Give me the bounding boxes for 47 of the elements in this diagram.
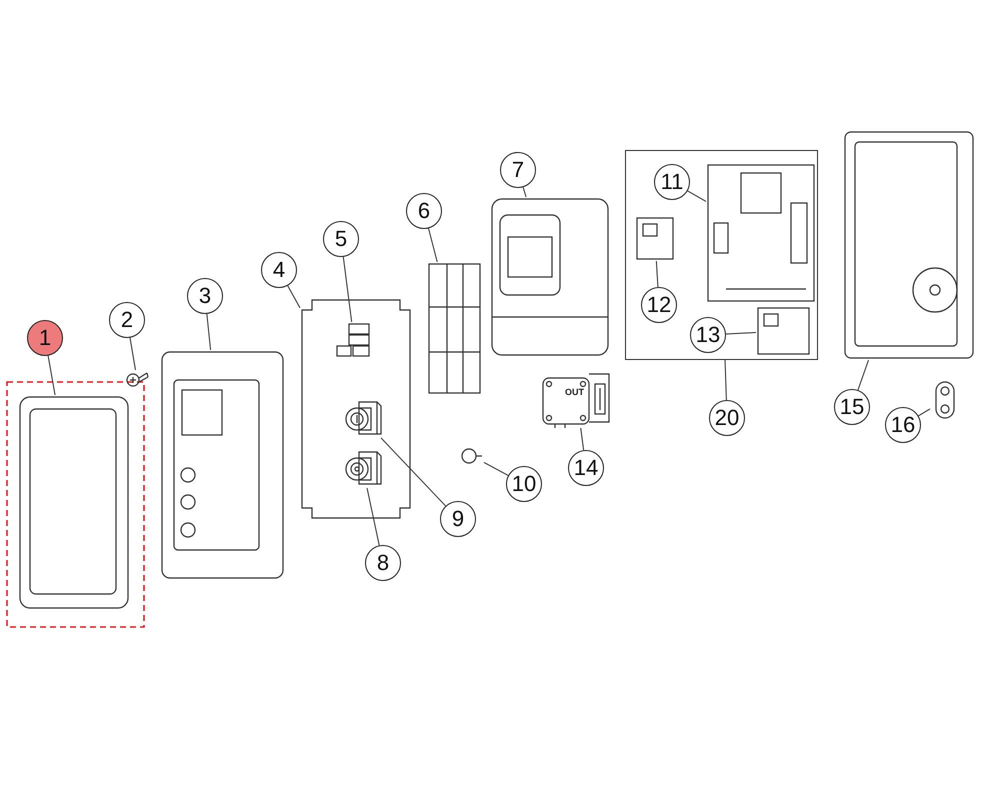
leader-line bbox=[918, 408, 930, 416]
display-module-drawing bbox=[490, 197, 610, 357]
leader-line bbox=[342, 256, 352, 322]
callout-number: 3 bbox=[187, 278, 223, 314]
callout-number: 10 bbox=[506, 466, 542, 502]
cable-gland-drawing bbox=[460, 446, 484, 466]
leader-line bbox=[206, 313, 212, 350]
enclosure-base-drawing bbox=[843, 130, 975, 360]
callout-number: 9 bbox=[440, 501, 476, 537]
terminal-block-drawing bbox=[427, 262, 482, 395]
callout-number: 16 bbox=[885, 407, 921, 443]
leader-line bbox=[580, 428, 584, 451]
callout-number: 1 bbox=[27, 320, 63, 356]
callout-number: 14 bbox=[568, 450, 604, 486]
callout-number: 2 bbox=[109, 302, 145, 338]
part-marking: OUT bbox=[565, 387, 584, 397]
leader-line bbox=[687, 190, 706, 202]
callout-number: 20 bbox=[709, 400, 745, 436]
board-set-frame bbox=[625, 150, 818, 360]
control-board-drawing bbox=[706, 163, 816, 303]
leader-line bbox=[48, 355, 56, 396]
leader-line bbox=[725, 332, 756, 335]
callout-number: 11 bbox=[654, 164, 690, 200]
leader-line bbox=[366, 488, 380, 546]
leader-line bbox=[656, 260, 658, 288]
leader-line bbox=[287, 285, 300, 308]
front-frame-drawing bbox=[18, 395, 130, 610]
extension-board-drawing bbox=[756, 306, 811, 356]
screw-drawing bbox=[125, 370, 149, 388]
housing-cover-drawing bbox=[160, 350, 285, 580]
leader-line bbox=[857, 360, 870, 391]
leader-line bbox=[522, 186, 527, 198]
callout-number: 12 bbox=[641, 287, 677, 323]
leader-line bbox=[724, 360, 727, 400]
display-board-drawing bbox=[635, 216, 675, 261]
leader-line bbox=[484, 462, 509, 476]
callout-number: 7 bbox=[500, 152, 536, 188]
callout-number: 8 bbox=[365, 545, 401, 581]
callout-number: 13 bbox=[690, 317, 726, 353]
gasket-drawing bbox=[300, 298, 412, 520]
callout-number: 15 bbox=[834, 389, 870, 425]
leader-line bbox=[380, 438, 446, 506]
callout-number: 6 bbox=[406, 193, 442, 229]
callout-number: 4 bbox=[261, 252, 297, 288]
callout-number: 5 bbox=[323, 221, 359, 257]
leader-line bbox=[428, 228, 438, 262]
leader-line bbox=[130, 337, 136, 370]
